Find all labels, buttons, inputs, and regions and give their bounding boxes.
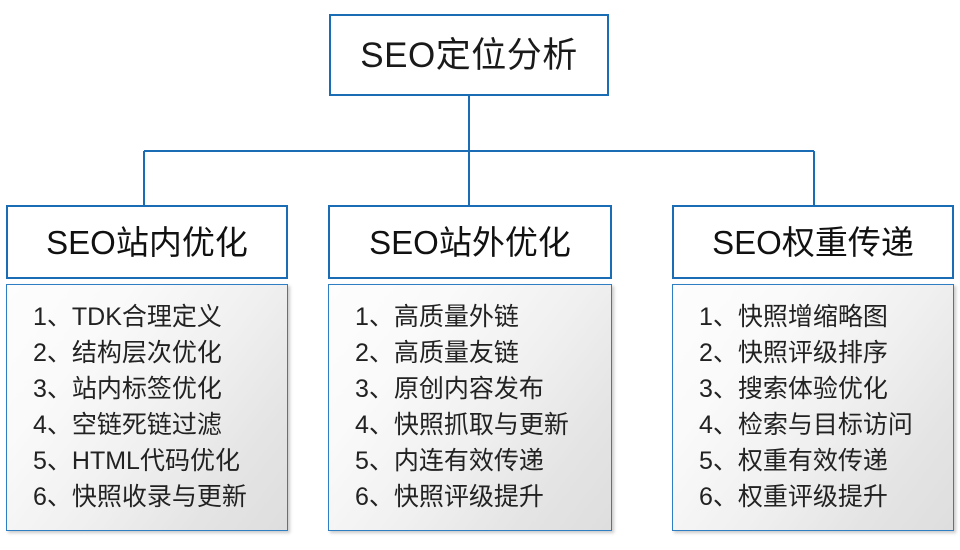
list-item[interactable]: 3、 原创内容发布: [355, 371, 611, 407]
branch-list-1: 1、 TDK合理定义 2、 结构层次优化 3、 站内标签优化 4、 空链死链过滤…: [7, 299, 287, 515]
branch-body-2: 1、 高质量外链 2、 高质量友链 3、 原创内容发布 4、 快照抓取与更新 5…: [328, 284, 612, 531]
list-item-text: 内连有效传递: [393, 447, 544, 475]
list-item[interactable]: 1、 高质量外链: [355, 299, 611, 335]
list-item-index: 3、: [699, 375, 738, 403]
list-item-index: 5、: [699, 447, 738, 475]
list-item-text: 快照收录与更新: [71, 483, 247, 511]
branch-header-2[interactable]: SEO站外优化: [328, 205, 612, 279]
list-item-text: 检索与目标访问: [737, 411, 913, 439]
list-item-text: 原创内容发布: [393, 375, 544, 403]
list-item-text: 快照抓取与更新: [393, 411, 569, 439]
list-item-text: 快照评级提升: [393, 483, 544, 511]
branch-header-label-2: SEO站外优化: [369, 223, 571, 261]
list-item[interactable]: 3、 搜索体验优化: [699, 371, 953, 407]
list-item-text: TDK合理定义: [71, 303, 222, 331]
list-item-index: 2、: [355, 339, 394, 367]
list-item-text: 空链死链过滤: [71, 411, 222, 439]
branch-list-3: 1、 快照增缩略图 2、 快照评级排序 3、 搜索体验优化 4、 检索与目标访问…: [673, 299, 953, 515]
branch-header-label-3: SEO权重传递: [712, 223, 914, 261]
list-item-index: 3、: [355, 375, 394, 403]
list-item-index: 5、: [33, 447, 72, 475]
list-item[interactable]: 4、 检索与目标访问: [699, 407, 953, 443]
branch-header-label-1: SEO站内优化: [46, 223, 248, 261]
list-item-text: 结构层次优化: [71, 339, 222, 367]
list-item-index: 6、: [33, 483, 72, 511]
root-node[interactable]: SEO定位分析: [329, 14, 609, 96]
list-item-text: 快照增缩略图: [737, 303, 888, 331]
list-item-text: 站内标签优化: [71, 375, 222, 403]
list-item-index: 4、: [355, 411, 394, 439]
list-item-index: 2、: [699, 339, 738, 367]
list-item[interactable]: 4、 快照抓取与更新: [355, 407, 611, 443]
list-item-index: 5、: [355, 447, 394, 475]
list-item[interactable]: 4、 空链死链过滤: [33, 407, 287, 443]
list-item-index: 1、: [355, 303, 394, 331]
list-item-index: 1、: [699, 303, 738, 331]
list-item[interactable]: 2、 快照评级排序: [699, 335, 953, 371]
list-item[interactable]: 6、 快照收录与更新: [33, 479, 287, 515]
list-item-index: 4、: [699, 411, 738, 439]
branch-list-2: 1、 高质量外链 2、 高质量友链 3、 原创内容发布 4、 快照抓取与更新 5…: [329, 299, 611, 515]
list-item[interactable]: 6、 权重评级提升: [699, 479, 953, 515]
list-item-text: 权重有效传递: [737, 447, 888, 475]
list-item-text: 快照评级排序: [737, 339, 888, 367]
list-item-text: HTML代码优化: [71, 447, 240, 475]
list-item-index: 6、: [699, 483, 738, 511]
list-item-index: 1、: [33, 303, 72, 331]
list-item[interactable]: 3、 站内标签优化: [33, 371, 287, 407]
list-item-index: 4、: [33, 411, 72, 439]
list-item[interactable]: 1、 快照增缩略图: [699, 299, 953, 335]
branch-header-1[interactable]: SEO站内优化: [6, 205, 288, 279]
branch-header-3[interactable]: SEO权重传递: [672, 205, 954, 279]
list-item[interactable]: 2、 高质量友链: [355, 335, 611, 371]
branch-column-2: SEO站外优化 1、 高质量外链 2、 高质量友链 3、 原创内容发布 4、 快: [328, 205, 612, 531]
root-node-label: SEO定位分析: [360, 35, 578, 75]
list-item-text: 权重评级提升: [737, 483, 888, 511]
branch-column-3: SEO权重传递 1、 快照增缩略图 2、 快照评级排序 3、 搜索体验优化 4、: [672, 205, 954, 531]
branch-body-1: 1、 TDK合理定义 2、 结构层次优化 3、 站内标签优化 4、 空链死链过滤…: [6, 284, 288, 531]
list-item[interactable]: 1、 TDK合理定义: [33, 299, 287, 335]
list-item[interactable]: 6、 快照评级提升: [355, 479, 611, 515]
list-item-index: 6、: [355, 483, 394, 511]
list-item-text: 高质量外链: [393, 303, 519, 331]
list-item[interactable]: 5、 内连有效传递: [355, 443, 611, 479]
list-item-index: 2、: [33, 339, 72, 367]
list-item-text: 高质量友链: [393, 339, 519, 367]
list-item-index: 3、: [33, 375, 72, 403]
list-item[interactable]: 2、 结构层次优化: [33, 335, 287, 371]
list-item[interactable]: 5、 权重有效传递: [699, 443, 953, 479]
branch-column-1: SEO站内优化 1、 TDK合理定义 2、 结构层次优化 3、 站内标签优化 4…: [6, 205, 288, 531]
list-item[interactable]: 5、 HTML代码优化: [33, 443, 287, 479]
branch-body-3: 1、 快照增缩略图 2、 快照评级排序 3、 搜索体验优化 4、 检索与目标访问…: [672, 284, 954, 531]
list-item-text: 搜索体验优化: [737, 375, 888, 403]
